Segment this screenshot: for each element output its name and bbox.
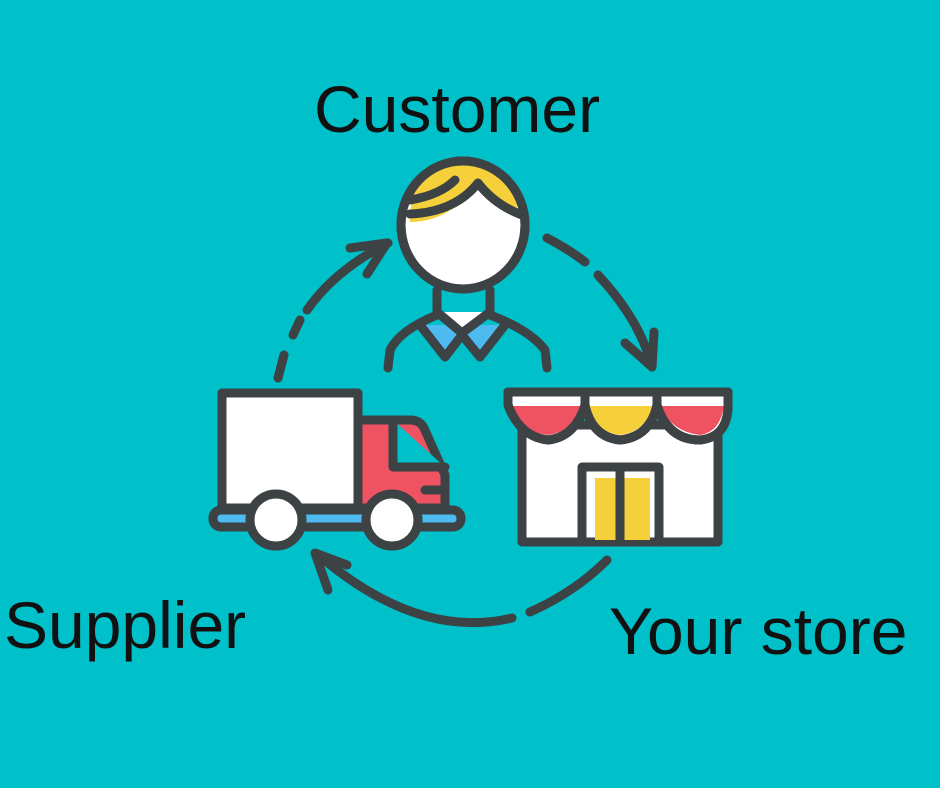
store-icon xyxy=(503,387,733,547)
customer-icon xyxy=(383,156,552,373)
store-label: Your store xyxy=(609,594,908,668)
customer-label: Customer xyxy=(314,72,601,146)
arrow-customer-to-store xyxy=(542,233,659,372)
supplier-label: Supplier xyxy=(4,588,247,662)
truck-icon xyxy=(208,388,466,551)
arrow-supplier-to-customer xyxy=(273,238,393,383)
arrow-store-to-supplier xyxy=(310,548,612,628)
